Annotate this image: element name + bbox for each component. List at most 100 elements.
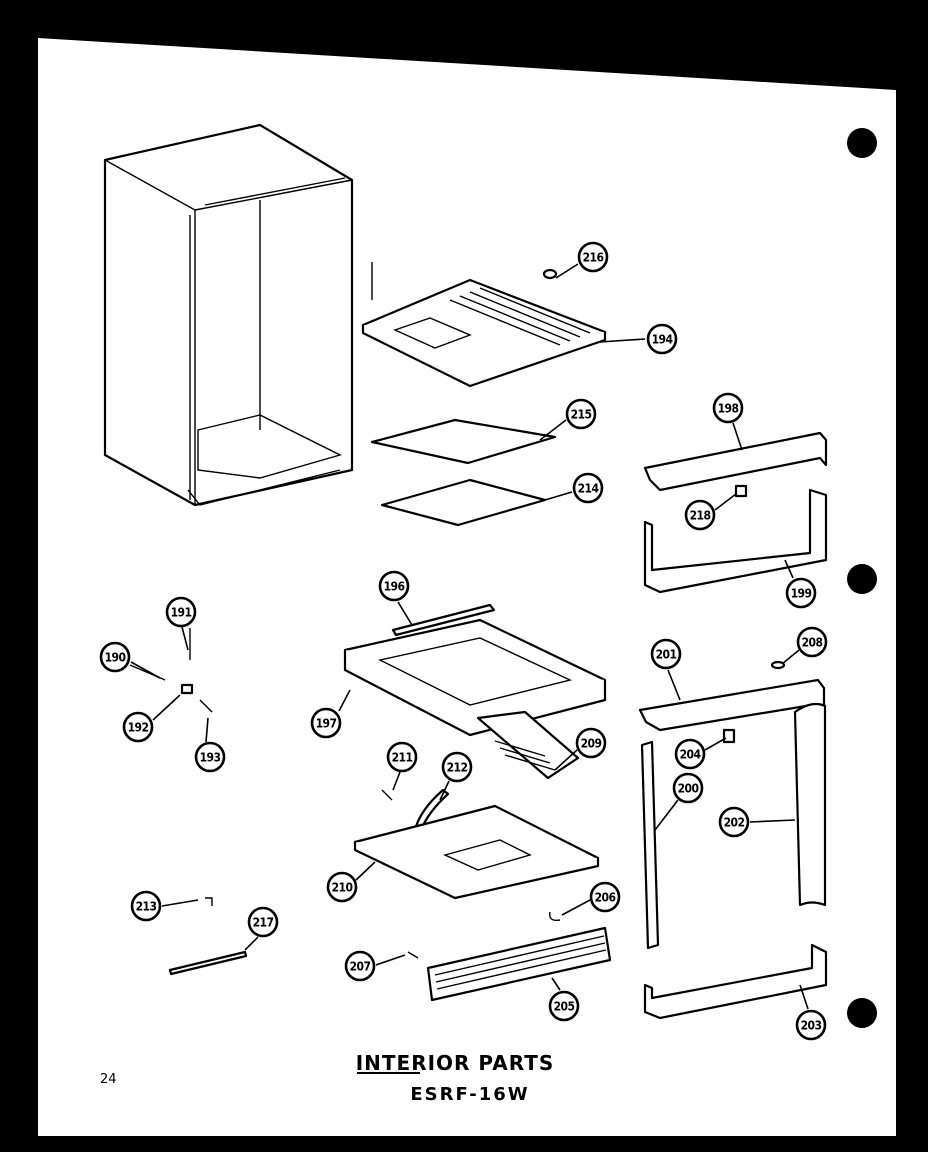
callout-number: 196: [384, 580, 405, 594]
callout-circle: [795, 1009, 827, 1041]
part-196-strip: [391, 603, 496, 637]
callout-circle: [575, 727, 607, 759]
page-number: 24: [100, 1072, 117, 1087]
callout-number: 190: [105, 651, 126, 665]
callout-number: 207: [350, 960, 371, 974]
part-207: [407, 951, 419, 959]
part-210-tray: [353, 804, 600, 900]
part-213-clip: [205, 897, 213, 906]
callout-214: 214: [572, 472, 604, 504]
callout-number: 212: [447, 761, 468, 775]
callout-210: 210: [326, 871, 358, 903]
part-215-sheet: [370, 418, 557, 465]
callout-212: 212: [441, 751, 473, 783]
callout-number: 191: [171, 606, 192, 620]
callout-number: 210: [332, 881, 353, 895]
callout-number: 204: [680, 748, 702, 762]
callout-218: 218: [684, 499, 716, 531]
callout-circle: [589, 881, 621, 913]
callout-number: 202: [724, 816, 745, 830]
callout-circle: [386, 741, 418, 773]
punch-hole-bottom: [847, 998, 877, 1028]
callout-circle: [99, 641, 131, 673]
callout-number: 199: [791, 587, 812, 601]
callout-213: 213: [130, 890, 162, 922]
callout-circle: [796, 626, 828, 658]
part-211: [381, 789, 393, 801]
part-205-front-panel: [426, 926, 612, 1002]
callout-number: 192: [128, 721, 149, 735]
callout-number: 218: [690, 509, 711, 523]
callout-number: 214: [578, 482, 600, 496]
callout-206: 206: [589, 881, 621, 913]
callout-216: 216: [577, 241, 609, 273]
part-203-rail: [643, 943, 828, 1020]
callout-211: 211: [386, 741, 418, 773]
callout-circle: [326, 871, 358, 903]
callout-circle: [548, 990, 580, 1022]
callout-circle: [577, 241, 609, 273]
callout-number: 198: [718, 402, 739, 416]
callout-199: 199: [785, 577, 817, 609]
punch-hole-top: [847, 128, 877, 158]
callout-circle: [378, 570, 410, 602]
callout-194: 194: [646, 323, 678, 355]
callout-circle: [650, 638, 682, 670]
callout-circle: [194, 741, 226, 773]
callouts-layer: 2161942152141982181991961911901921931972…: [99, 241, 828, 1041]
callout-209: 209: [575, 727, 607, 759]
part-206: [549, 911, 561, 922]
callout-198: 198: [712, 392, 744, 424]
callout-197: 197: [310, 707, 342, 739]
callout-number: 217: [253, 916, 274, 930]
callout-number: 200: [678, 782, 699, 796]
callout-number: 211: [392, 751, 413, 765]
callout-circle: [718, 806, 750, 838]
callout-number: 209: [581, 737, 602, 751]
callout-203: 203: [795, 1009, 827, 1041]
leader-lines: [130, 263, 809, 1010]
callout-191: 191: [165, 596, 197, 628]
callout-circle: [712, 392, 744, 424]
callout-196: 196: [378, 570, 410, 602]
callout-207: 207: [344, 950, 376, 982]
callout-circle: [247, 906, 279, 938]
part-200-strip: [640, 740, 660, 950]
callout-circle: [130, 890, 162, 922]
callout-number: 194: [652, 333, 674, 347]
part-202-panel: [793, 702, 827, 907]
part-199-rail: [643, 488, 828, 594]
callout-circle: [646, 323, 678, 355]
callout-circle: [441, 751, 473, 783]
callout-number: 213: [136, 900, 157, 914]
part-208-button: [770, 660, 786, 670]
model-number: ESRF-16W: [410, 1084, 529, 1105]
callout-204: 204: [674, 738, 706, 770]
callout-circle: [122, 711, 154, 743]
callout-circle: [165, 596, 197, 628]
callout-215: 215: [565, 398, 597, 430]
cabinet-drawing: [103, 123, 354, 507]
callout-circle: [344, 950, 376, 982]
callout-208: 208: [796, 626, 828, 658]
punch-hole-middle: [847, 564, 877, 594]
part-204-clip: [722, 728, 736, 744]
callout-number: 197: [316, 717, 337, 731]
callout-201: 201: [650, 638, 682, 670]
part-198-rail: [643, 431, 828, 492]
callout-circle: [572, 472, 604, 504]
part-209-grille: [476, 710, 580, 780]
callout-number: 215: [571, 408, 592, 422]
callout-circle: [310, 707, 342, 739]
callout-192: 192: [122, 711, 154, 743]
callout-circle: [565, 398, 597, 430]
callout-number: 201: [656, 648, 677, 662]
callout-190: 190: [99, 641, 131, 673]
callout-number: 216: [583, 251, 604, 265]
callout-circle: [674, 738, 706, 770]
callout-number: 203: [801, 1019, 822, 1033]
callout-circle: [785, 577, 817, 609]
callout-number: 206: [595, 891, 616, 905]
